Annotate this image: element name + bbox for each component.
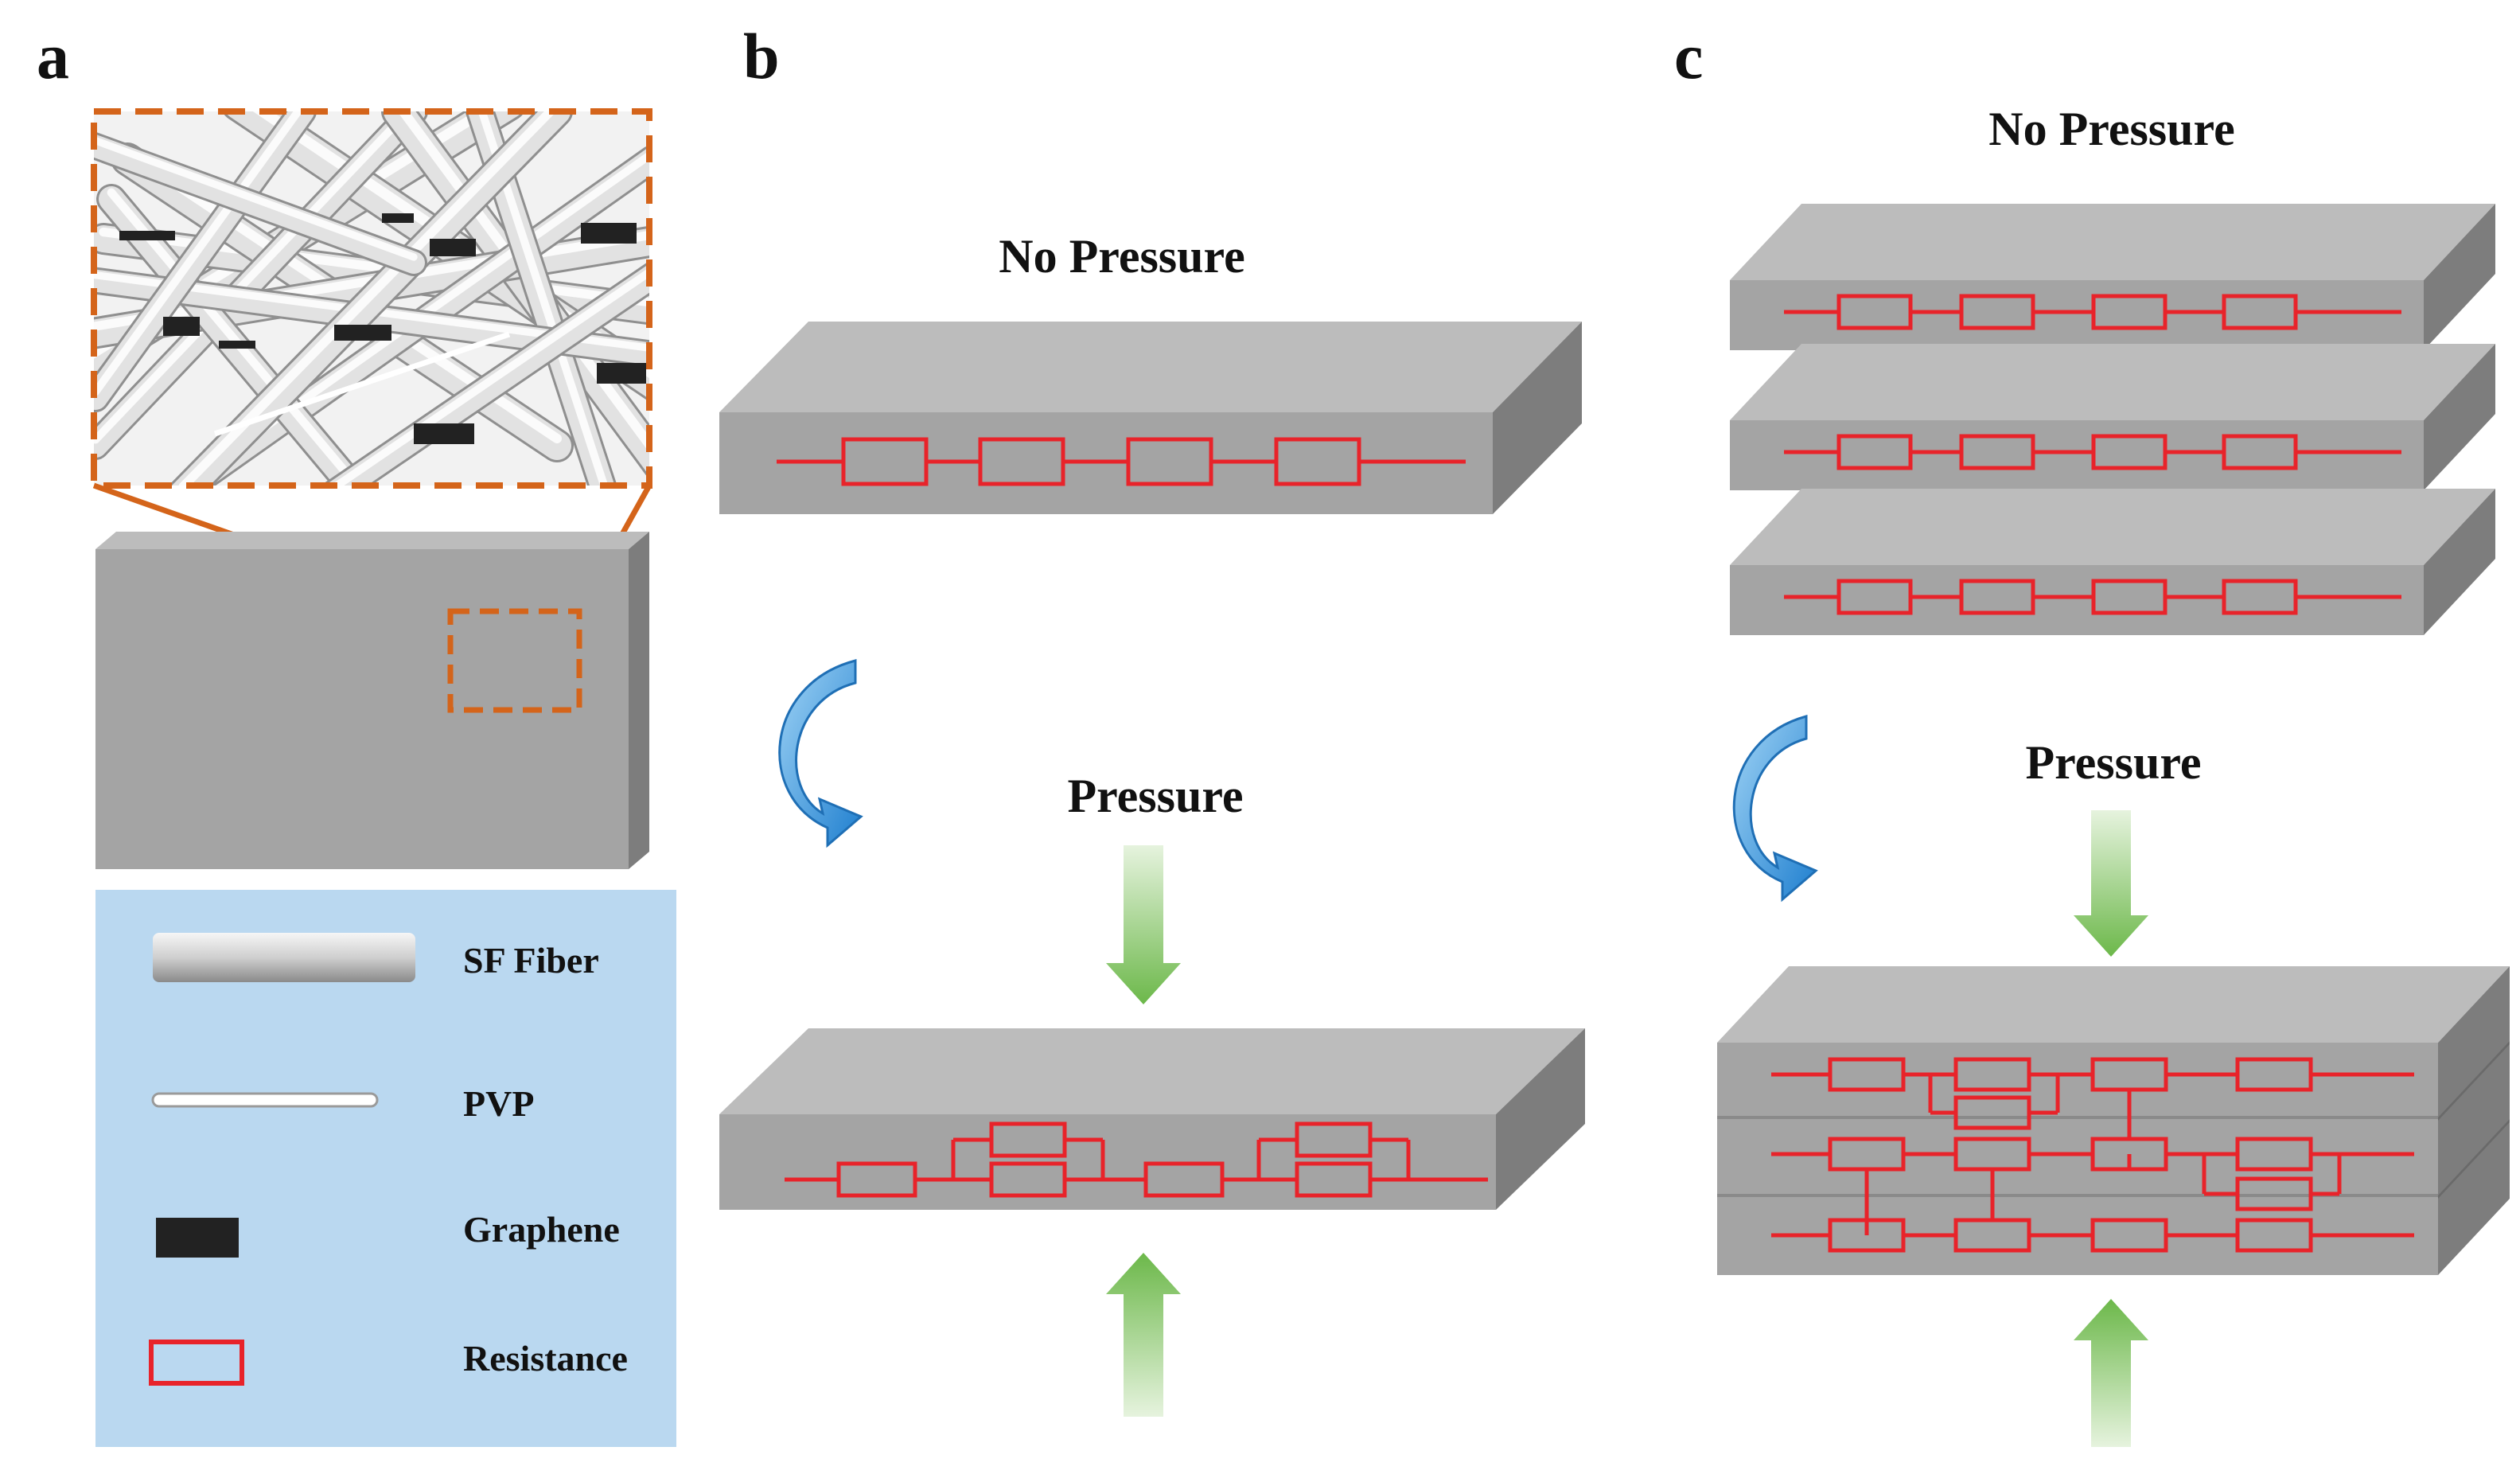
panel-c-layer-1 bbox=[1730, 204, 2495, 350]
panel-c-pressure-title: Pressure bbox=[2025, 736, 2201, 789]
slab-side-face bbox=[2424, 344, 2495, 490]
panel-a-slab bbox=[95, 532, 649, 869]
slab-top-face bbox=[1730, 489, 2495, 565]
panel-c-stack-relaxed bbox=[1730, 204, 2495, 635]
panel-a-label: a bbox=[37, 20, 69, 92]
sf-fiber-shine bbox=[330, 267, 649, 486]
legend: SF Fiber PVP Graphene Resistance bbox=[95, 890, 676, 1447]
panel-c-layer-circuit bbox=[1784, 434, 2401, 470]
panel-c-press-up-arrow-icon bbox=[2074, 1299, 2148, 1447]
graphene-flake bbox=[581, 223, 637, 244]
graphene-swatch bbox=[156, 1218, 239, 1258]
slab-top-face bbox=[1717, 966, 2510, 1043]
panel-b-slab-compressed bbox=[719, 1028, 1585, 1210]
layer-seam-side bbox=[2438, 1119, 2510, 1199]
panel-c-layer-3 bbox=[1730, 489, 2495, 635]
legend-label-pvp: PVP bbox=[463, 1083, 534, 1124]
panel-b-no-pressure-title: No Pressure bbox=[999, 230, 1244, 283]
panel-c-label: c bbox=[1674, 20, 1703, 92]
zoom-inset bbox=[91, 108, 652, 489]
sf-fiber-shine bbox=[94, 111, 303, 396]
graphene-flake bbox=[414, 423, 474, 444]
zoom-outline bbox=[91, 108, 652, 489]
sf-fiber-shine bbox=[107, 188, 362, 486]
sf-fiber-highlight bbox=[325, 263, 649, 486]
panel-c-compressed-block bbox=[1717, 966, 2510, 1275]
sf-fiber-swatch bbox=[153, 933, 415, 982]
sf-fiber-shine bbox=[94, 135, 418, 261]
legend-label-graphene: Graphene bbox=[463, 1209, 620, 1250]
legend-label-resistance: Resistance bbox=[463, 1338, 628, 1379]
slab-top-face bbox=[1730, 204, 2495, 280]
slab-side-face bbox=[2438, 966, 2510, 1275]
panel-b-label: b bbox=[743, 20, 780, 92]
sf-fiber-shine bbox=[94, 111, 414, 444]
slab-side-face bbox=[2424, 204, 2495, 350]
slab-front-face bbox=[1717, 1043, 2438, 1275]
panel-b-circuit-compressed bbox=[785, 1121, 1488, 1198]
panel-b-press-down-arrow-icon bbox=[1106, 845, 1181, 1004]
graphene-flake bbox=[597, 363, 646, 384]
panel-c-press-down-arrow-icon bbox=[2074, 810, 2148, 957]
panel-c-layer-2 bbox=[1730, 344, 2495, 490]
panel-b-transition-arrow-icon bbox=[778, 659, 863, 848]
graphene-flake bbox=[430, 239, 476, 256]
panel-c-no-pressure-title: No Pressure bbox=[1988, 103, 2234, 155]
graphene-flake bbox=[382, 213, 414, 223]
panel-c-compressed-circuit bbox=[1771, 1057, 2414, 1253]
slab-front-face bbox=[1730, 565, 2424, 635]
sample-region-marker bbox=[447, 608, 582, 713]
panel-b-circuit-relaxed bbox=[777, 437, 1466, 486]
sf-fiber-highlight bbox=[172, 111, 571, 486]
graphene-flake bbox=[119, 231, 175, 240]
graphene-flake bbox=[334, 325, 391, 341]
pvp-swatch bbox=[151, 1092, 379, 1108]
legend-box bbox=[95, 890, 676, 1447]
slab-side-face bbox=[2424, 489, 2495, 635]
sf-fiber-highlight bbox=[94, 111, 426, 458]
sf-fiber-highlight bbox=[94, 134, 425, 274]
panel-b-press-up-arrow-icon bbox=[1106, 1253, 1181, 1417]
pvp-fiber bbox=[213, 331, 511, 437]
panel-c-layer-circuit bbox=[1784, 294, 2401, 330]
graphene-flake bbox=[219, 341, 255, 349]
layer-seam-side bbox=[2438, 1041, 2510, 1121]
panel-c-layer-circuit bbox=[1784, 579, 2401, 615]
panel-c-stack-compressed bbox=[1717, 966, 2510, 1275]
legend-label-sf-fiber: SF Fiber bbox=[463, 940, 599, 981]
slab-front-face bbox=[1730, 420, 2424, 490]
panel-b-pressure-title: Pressure bbox=[1067, 770, 1243, 822]
slab-front-face bbox=[1730, 280, 2424, 350]
resistance-swatch bbox=[149, 1340, 244, 1386]
graphene-flake bbox=[163, 317, 200, 336]
slab-top-face bbox=[1730, 344, 2495, 420]
panel-c-transition-arrow-icon bbox=[1732, 715, 1818, 903]
fiber-network bbox=[94, 111, 649, 486]
